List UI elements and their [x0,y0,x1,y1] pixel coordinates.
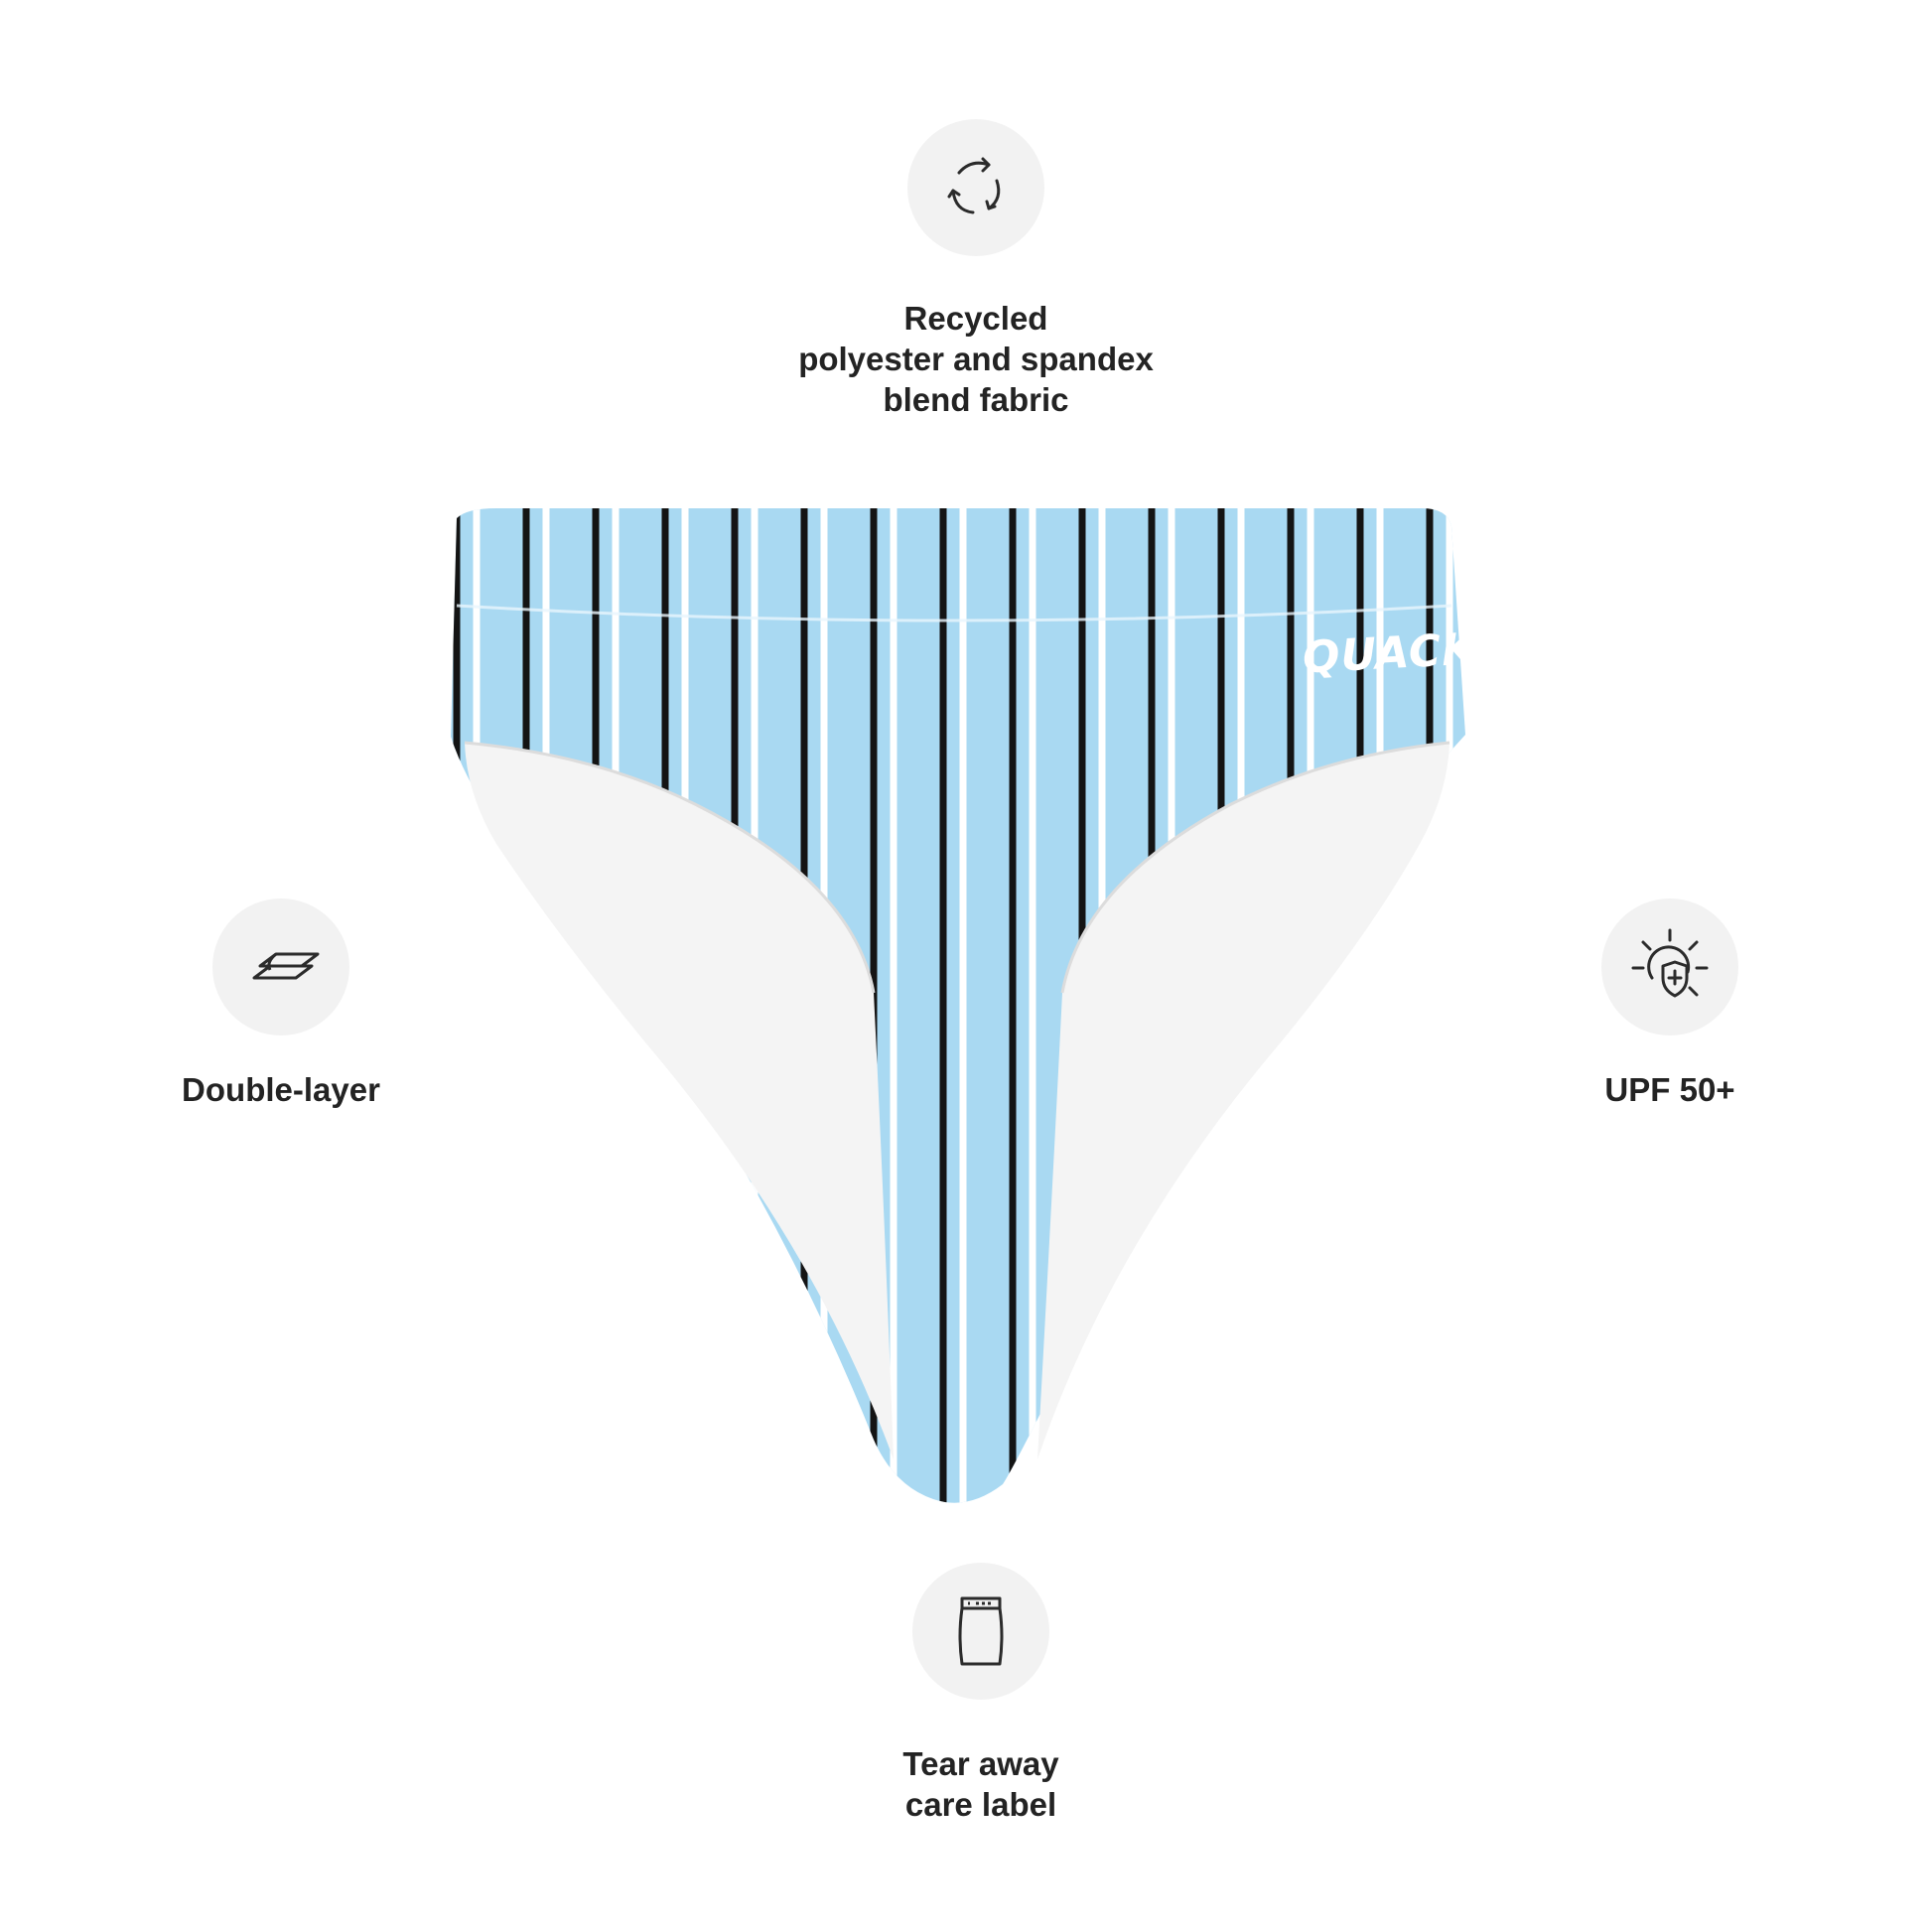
upf-label: UPF 50+ [1604,1071,1735,1108]
double-layer-label: Double-layer [182,1071,380,1108]
right-lining [1037,743,1449,1459]
sun-shield-icon [1601,898,1738,1035]
feature-recycled: Recycled polyester and spandex blend fab… [767,119,1184,420]
tear-away-label: Tear away care label [902,1745,1059,1823]
left-lining [465,743,894,1459]
recycled-label: Recycled polyester and spandex blend fab… [798,300,1154,418]
care-label-icon [912,1563,1049,1700]
feature-double-layer: Double-layer [132,898,430,1110]
feature-upf: UPF 50+ [1521,898,1819,1110]
feature-tear-away: Tear away care label [832,1563,1130,1825]
brand-logo: QUACKY [1301,621,1511,684]
layers-icon [212,898,349,1035]
recycle-icon [907,119,1044,256]
